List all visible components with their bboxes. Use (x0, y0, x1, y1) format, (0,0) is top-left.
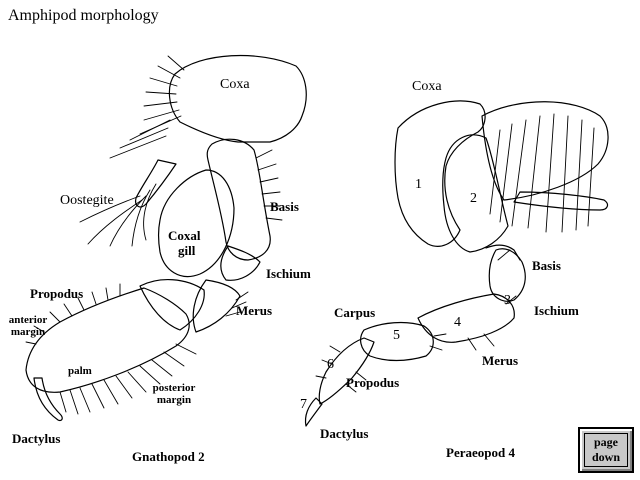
gnathopod-caption: Gnathopod 2 (132, 449, 205, 464)
gnathopod-basis-setae (255, 149, 283, 221)
gnathopod-carpus-outline (139, 279, 205, 331)
posterior-margin-line2: margin (156, 394, 192, 406)
peraeopod-dactylus-label: Dactylus (320, 426, 369, 441)
peraeopod-segment-4: 4 (454, 315, 461, 330)
gnathopod-oostegite-outline (135, 159, 177, 208)
peraeopod-ischium-label: Ischium (534, 303, 579, 318)
peraeopod-oostegite-outline (513, 191, 609, 211)
anterior-margin-line1: anterior (8, 314, 48, 326)
peraeopod-segment-2: 2 (470, 191, 477, 206)
anterior-margin-line2: margin (10, 326, 46, 338)
page-down-button-face[interactable]: page down (584, 433, 628, 467)
peraeopod-carpus-outline (360, 321, 434, 362)
gnathopod-coxa-label: Coxa (220, 77, 250, 92)
peraeopod-gill-outline (481, 101, 609, 201)
page-title: Amphipod morphology (8, 7, 159, 24)
peraeopod-coxa-label: Coxa (412, 79, 442, 94)
gnathopod-propodus-label: Propodus (30, 286, 84, 301)
page-down-label-line2: down (591, 450, 620, 464)
gnathopod-dactylus-label: Dactylus (12, 431, 61, 446)
gnathopod-propodus-outline (25, 287, 190, 393)
peraeopod-merus-label: Merus (482, 353, 519, 368)
peraeopod-ischium-outline (488, 248, 526, 302)
peraeopod-segment-3: 3 (504, 293, 511, 308)
gnathopod-anterior-setae (25, 283, 121, 345)
gnathopod-ischium-outline (220, 245, 261, 281)
peraeopod-dactylus-outline (304, 397, 323, 427)
gnathopod-palm-label: palm (68, 365, 92, 377)
peraeopod-segment-5: 5 (393, 328, 400, 343)
peraeopod-carpus-label: Carpus (334, 305, 376, 320)
gnathopod-oostegite-setae (79, 183, 157, 247)
peraeopod-coxa-outline (394, 100, 486, 247)
page-down-button[interactable]: page down (578, 427, 634, 473)
gnathopod-coxal-gill-label-line2: gill (178, 243, 196, 258)
gnathopod-ischium-label: Ischium (266, 266, 311, 281)
peraeopod-merus-outline (417, 293, 515, 343)
gnathopod-palm-setae (59, 343, 197, 415)
gnathopod-basis-label: Basis (270, 199, 299, 214)
peraeopod-segment-7: 7 (300, 397, 307, 412)
gnathopod-coxa-setae (109, 55, 185, 159)
gnathopod-dactylus-outline (33, 377, 63, 422)
peraeopod-caption: Peraeopod 4 (446, 445, 515, 460)
gnathopod-posterior-margin-label: posterior margin (146, 382, 202, 406)
peraeopod-basis-label: Basis (532, 258, 561, 273)
page-down-label-line1: page (593, 435, 618, 449)
gnathopod-coxa-outline (168, 54, 307, 143)
peraeopod-propodus-label: Propodus (346, 375, 400, 390)
gnathopod-oostegite-label: Oostegite (60, 193, 114, 208)
peraeopod-setae (315, 113, 595, 393)
peraeopod-connector (485, 244, 521, 261)
gnathopod-merus-outline (192, 279, 241, 333)
peraeopod-segment-1: 1 (415, 177, 422, 192)
posterior-margin-line1: posterior (152, 382, 196, 394)
gnathopod-coxal-gill-label-line1: Coxal (168, 228, 201, 243)
gnathopod-merus-setae (225, 291, 249, 317)
gnathopod-anterior-margin-label: anterior margin (4, 314, 52, 338)
peraeopod-segment-6: 6 (327, 357, 334, 372)
gnathopod-drawing (25, 54, 307, 422)
peraeopod-propodus-outline (318, 337, 375, 405)
gnathopod-basis-outline (206, 138, 271, 261)
peraeopod-drawing (304, 100, 609, 427)
gnathopod-merus-label: Merus (236, 303, 273, 318)
